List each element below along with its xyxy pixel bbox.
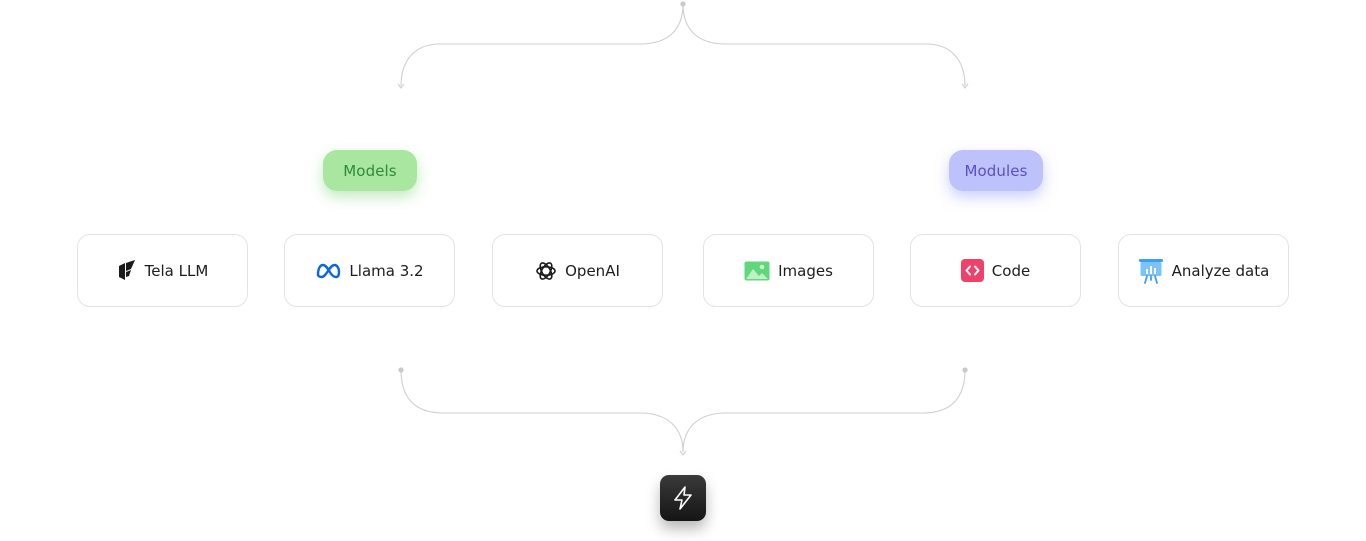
code-icon — [960, 259, 984, 282]
arrowhead-bottom-center — [679, 450, 687, 456]
bottom-brace-left-dot — [398, 367, 404, 373]
models-group-pill: Models — [323, 150, 417, 191]
arrowhead-top-left — [397, 83, 405, 89]
card-label-openai: OpenAI — [565, 261, 620, 280]
card-label-analyze-data: Analyze data — [1171, 261, 1270, 280]
image-icon — [744, 261, 770, 281]
bottom-brace-left-branch — [400, 369, 684, 453]
card-label-images: Images — [778, 261, 833, 280]
card-openai[interactable]: OpenAI — [492, 234, 663, 307]
chart-board-icon — [1138, 258, 1164, 284]
tela-logo-icon — [117, 259, 137, 282]
top-brace-left-branch — [400, 3, 684, 87]
lightning-bolt-icon — [671, 485, 695, 511]
top-brace-right-branch — [682, 3, 966, 87]
models-group-label: Models — [343, 161, 397, 180]
action-tile[interactable] — [660, 475, 706, 521]
modules-group-pill: Modules — [949, 150, 1043, 191]
card-label-llama: Llama 3.2 — [349, 261, 424, 280]
modules-group-label: Modules — [964, 161, 1028, 180]
card-llama[interactable]: Llama 3.2 — [284, 234, 455, 307]
card-code[interactable]: Code — [910, 234, 1081, 307]
openai-logo-icon — [535, 260, 557, 282]
arrowhead-top-right — [961, 83, 969, 89]
meta-logo-icon — [315, 263, 341, 279]
card-label-code: Code — [991, 261, 1031, 280]
card-tela-llm[interactable]: Tela LLM — [77, 234, 248, 307]
bottom-brace-right-branch — [682, 369, 966, 453]
card-label-tela-llm: Tela LLM — [144, 261, 209, 280]
card-analyze-data[interactable]: Analyze data — [1118, 234, 1289, 307]
bottom-brace-right-dot — [962, 367, 968, 373]
top-brace-origin-dot — [680, 1, 686, 7]
card-images[interactable]: Images — [703, 234, 874, 307]
